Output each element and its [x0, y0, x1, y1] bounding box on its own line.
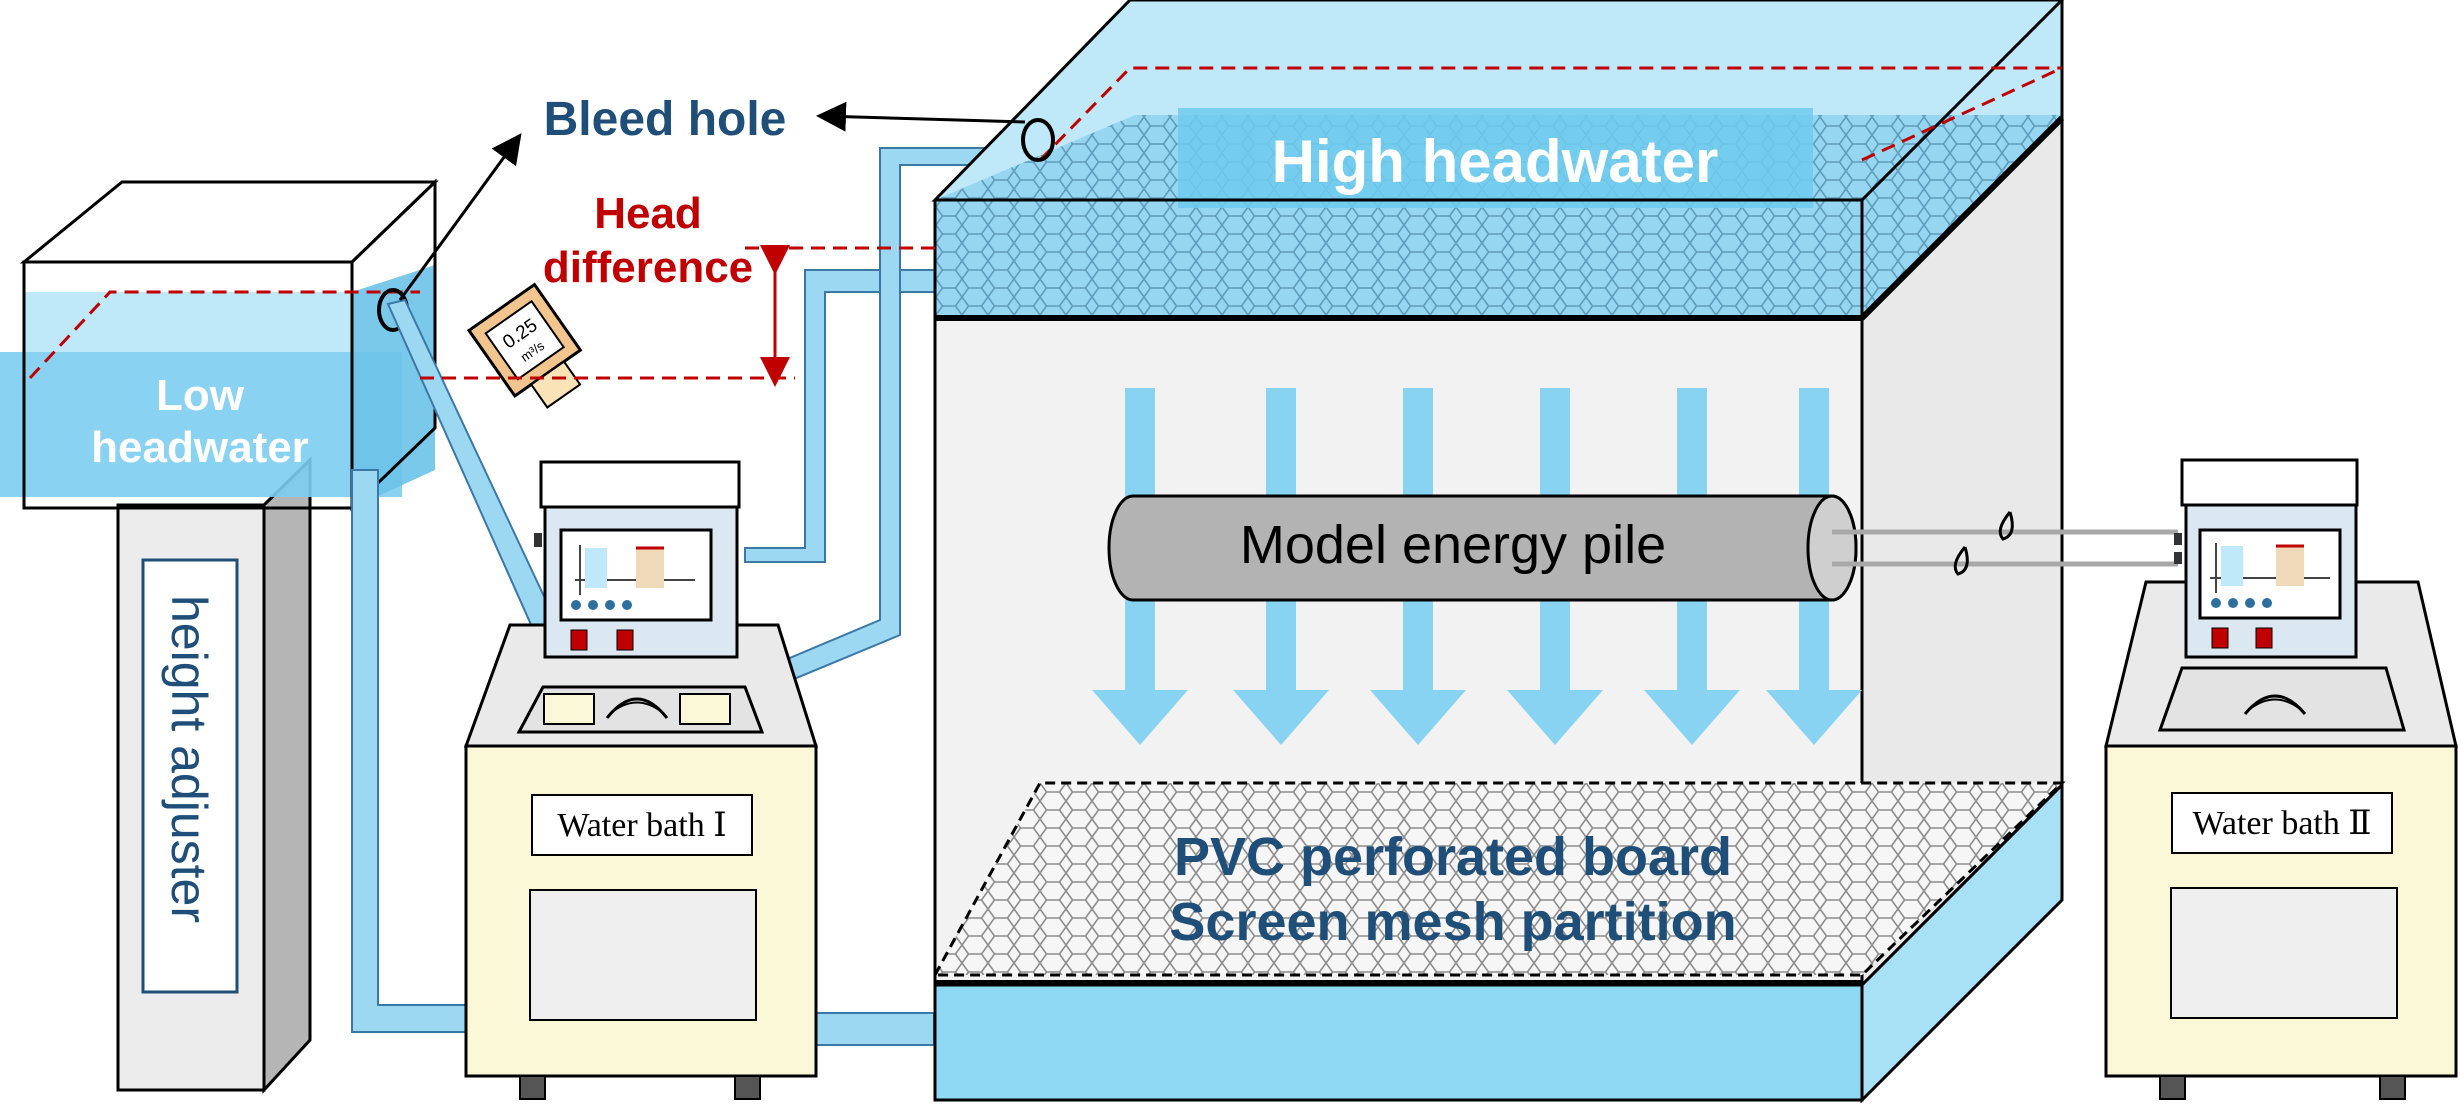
bleed-hole-high [1021, 118, 1055, 162]
head-difference-label-1: Head [594, 189, 702, 238]
height-adjuster: height adjuster [116, 456, 312, 1094]
model-energy-pile-label: Model energy pile [1240, 515, 1666, 575]
water-bath-1-label: Water bath Ⅰ [557, 807, 726, 844]
screen-mesh-label: Screen mesh partition [1169, 892, 1736, 952]
low-headwater-label-1: Low [156, 371, 245, 420]
water-bath-2: Water bath Ⅱ [2104, 458, 2458, 1100]
water-bath-2-label: Water bath Ⅱ [2193, 805, 2372, 842]
main-tank: High headwater Model energy pile PVC per… [931, 0, 2066, 1104]
head-difference-label-2: difference [543, 243, 753, 292]
bleed-hole-label: Bleed hole [544, 93, 787, 146]
thermal-lines [1832, 511, 2178, 576]
model-energy-pile: Model energy pile [1107, 494, 1858, 602]
pvc-board-label: PVC perforated board [1174, 827, 1732, 887]
high-headwater-label: High headwater [1272, 128, 1719, 195]
water-bath-1: Water bath Ⅰ [463, 460, 819, 1100]
low-headwater-label-2: headwater [91, 423, 309, 472]
height-adjuster-label: height adjuster [161, 595, 217, 923]
annotations: Bleed hole Head difference [398, 93, 1026, 387]
low-headwater-tank: Low headwater [0, 178, 439, 512]
flowmeter: 0.25 m³/s [466, 282, 583, 409]
pipes [351, 147, 1049, 1046]
